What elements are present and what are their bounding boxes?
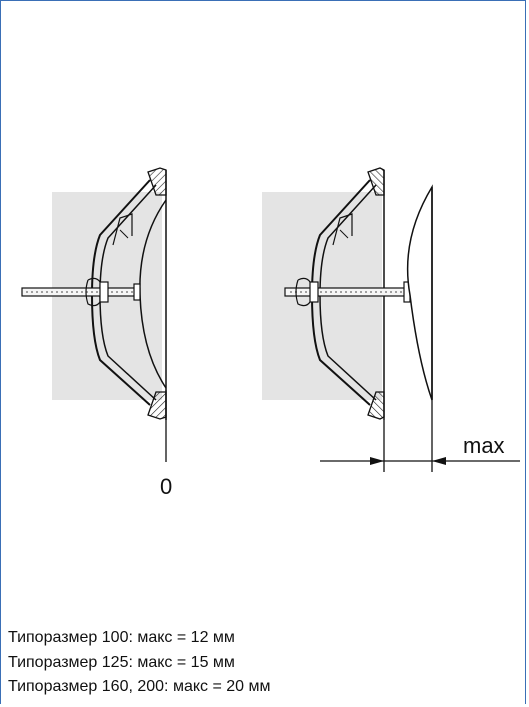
arrow-left	[370, 457, 384, 465]
max-label: max	[463, 433, 505, 458]
arrow-right	[432, 457, 446, 465]
zero-label: 0	[160, 474, 173, 499]
valve-closed	[21, 167, 167, 462]
size-specs: Типоразмер 100: макс = 12 мм Типоразмер …	[8, 626, 271, 700]
valve-open	[262, 167, 520, 472]
spec-size-100: Типоразмер 100: макс = 12 мм	[8, 629, 235, 646]
spec-size-125: Типоразмер 125: макс = 15 мм	[8, 653, 235, 671]
spec-size-160-200: Типоразмер 160, 200: макс = 20 мм	[8, 678, 271, 695]
disc-right	[406, 184, 433, 401]
